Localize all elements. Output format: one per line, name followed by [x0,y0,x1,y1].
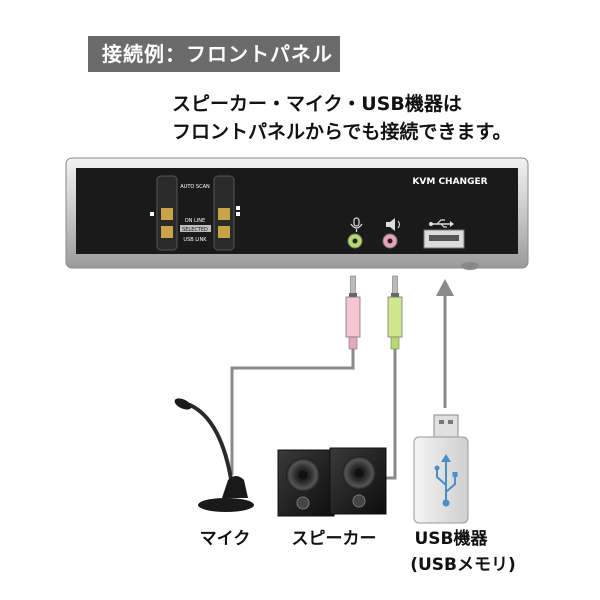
caption-line-2: フロントパネルからでも接続できます。 [172,121,512,143]
mic-plug [345,275,361,350]
kvm-device: AUTO SCAN ON LINE SELECTED USB LINK KVM … [65,157,529,270]
usb-icon [429,219,454,228]
mic-port-hole [352,238,358,244]
speaker-plug [387,275,403,350]
led-indicator [218,208,230,220]
speaker-right [329,447,387,515]
speaker-left [277,449,335,517]
speaker-port-hole [387,238,393,244]
usb-connector [433,414,459,440]
microphone [174,398,254,512]
selected-label: SELECTED [182,227,208,233]
led-indicator [161,208,173,220]
mic-icon [350,217,363,232]
usb-logo-icon [434,454,458,507]
mic-gooseneck [188,403,234,487]
selected-label-bg [180,225,211,232]
mic-head [174,398,192,410]
usb-label-line-1: USB機器 [414,529,488,549]
speaker-icon [386,218,400,231]
led-indicator [218,226,230,238]
mic-cable [230,348,355,475]
speaker-tweeter [296,496,310,510]
usb-memory [413,414,469,524]
speaker-woofer-center [298,470,308,480]
port-marker [150,212,154,216]
speaker-label: スピーカー [291,529,377,549]
mic-base-stem [222,476,248,498]
led-indicator [161,226,173,238]
speaker-tweeter [352,494,366,508]
port-marker [236,212,240,216]
page-title: 接続例：フロントパネル [88,36,340,72]
port-marker [236,206,240,210]
speaker-woofer-center [354,468,364,478]
caption: スピーカー・マイク・USB機器は フロントパネルからでも接続できます。 [172,90,512,146]
usb-port-slot [429,235,459,241]
usb-label-line-2: (USBメモリ) [410,555,516,575]
mic-label: マイク [199,529,251,549]
device-foot [461,262,479,270]
caption-line-1: スピーカー・マイク・USB機器は [172,93,462,115]
device-name: KVM CHANGER [412,177,487,187]
on-line-label: ON LINE [185,218,205,224]
usb-arrow [436,279,454,408]
usb-link-label: USB LINK [183,237,207,243]
auto-scan-label: AUTO SCAN [180,184,210,190]
mic-base [198,498,254,512]
